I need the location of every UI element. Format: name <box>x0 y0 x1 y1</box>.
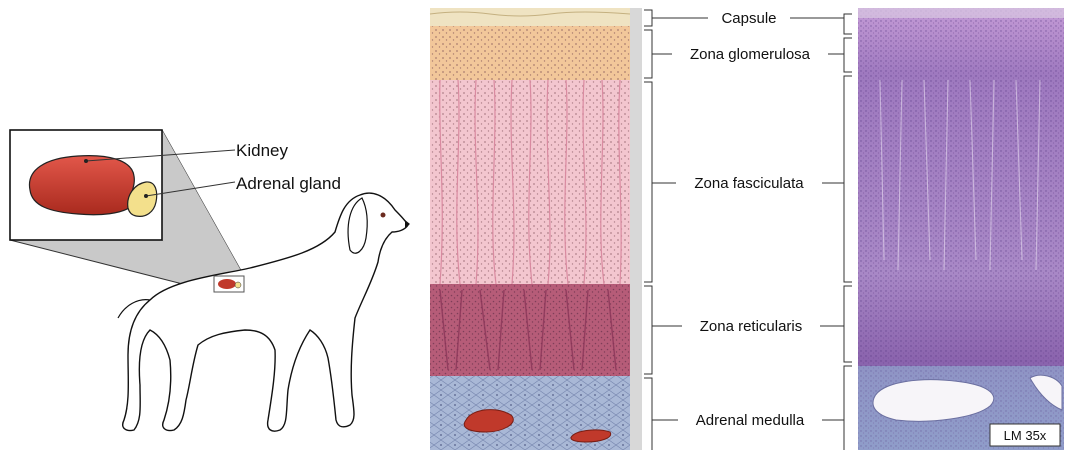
adrenal-cross-section-drawing <box>430 8 642 450</box>
zone-label-capsule: Capsule <box>721 10 776 27</box>
section-edge-strip <box>630 8 642 450</box>
histology-micrograph: LM 35x <box>858 8 1064 450</box>
adrenal-gland-label: Adrenal gland <box>236 174 341 193</box>
magnification-label: LM 35x <box>1004 428 1047 443</box>
zone-labels: Capsule Zona glomerulosa Zona fasciculat… <box>690 10 811 429</box>
zone-label-medulla: Adrenal medulla <box>696 412 805 429</box>
dog-eye <box>381 213 386 218</box>
dog-illustration-panel: Kidney Adrenal gland <box>10 130 410 431</box>
capsule-layer <box>430 8 630 26</box>
zone-label-fasciculata: Zona fasciculata <box>694 175 804 192</box>
zone-label-column <box>644 10 852 450</box>
zone-label-glomerulosa: Zona glomerulosa <box>690 46 811 63</box>
kidney-shape <box>29 156 134 215</box>
zone-label-reticularis: Zona reticularis <box>700 318 803 335</box>
kidney-label: Kidney <box>236 141 288 160</box>
